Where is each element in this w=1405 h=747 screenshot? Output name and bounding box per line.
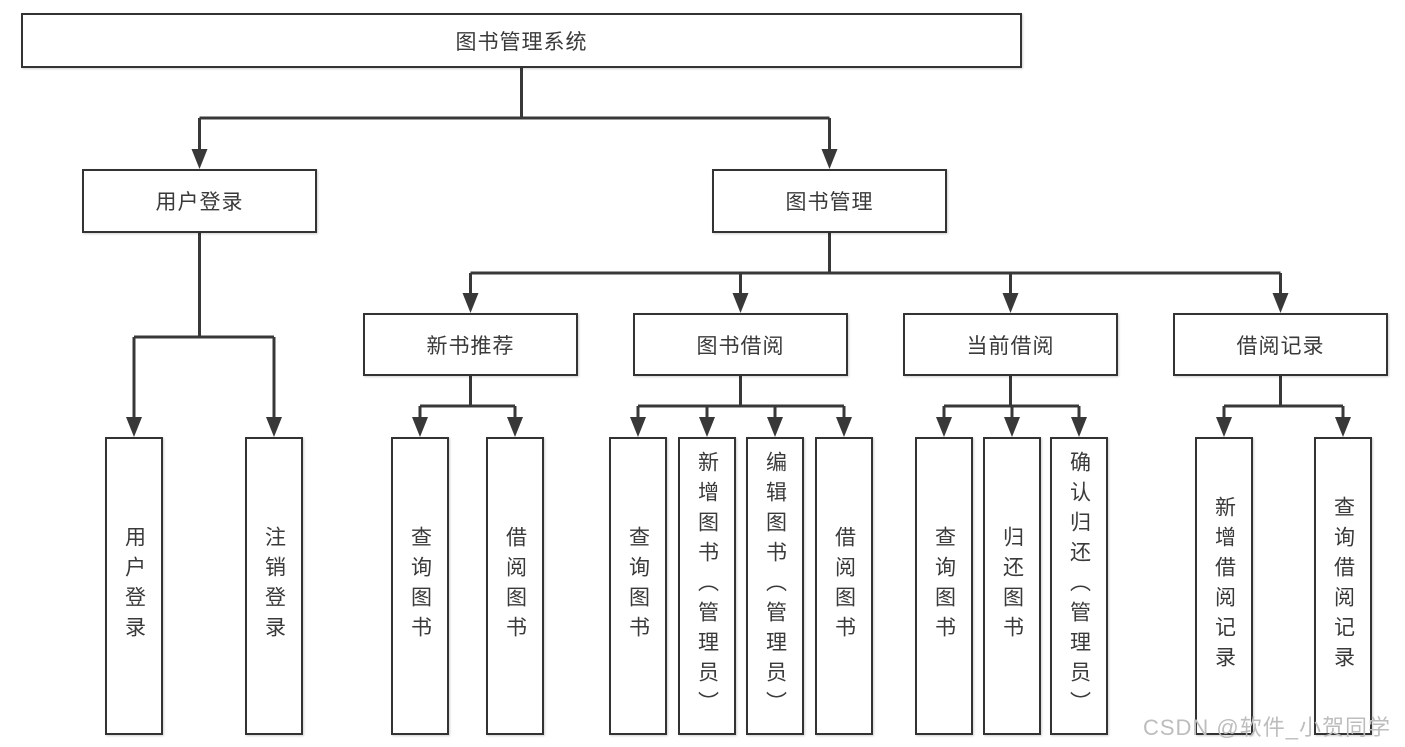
connector-borrow-records-to-leaves [1216, 376, 1351, 437]
leaf-add-borrow-record: 新增借阅记录 [1195, 437, 1253, 735]
arrowhead-icon [1335, 417, 1351, 437]
node-new-book-recommend-label: 新书推荐 [426, 334, 515, 358]
arrowhead-icon [630, 417, 646, 437]
connector-current-borrow-to-leaves [936, 376, 1087, 437]
arrowhead-icon [507, 417, 523, 437]
leaf-user-login: 用户登录 [105, 437, 163, 735]
node-user-login-label: 用户登录 [155, 191, 244, 214]
node-borrow-records-label: 借阅记录 [1236, 334, 1325, 358]
leaf-query-borrow-record-label: 查询借阅记录 [1331, 496, 1355, 676]
arrowhead-icon [732, 293, 749, 313]
connector-user-login-to-leaves [126, 233, 282, 437]
arrowhead-icon [1071, 417, 1087, 437]
leaf-query-borrow-record: 查询借阅记录 [1314, 437, 1372, 735]
arrowhead-icon [266, 417, 282, 437]
arrowhead-icon [1004, 417, 1020, 437]
leaf-logout-label: 注销登录 [262, 526, 286, 646]
leaf-return-books: 归还图书 [983, 437, 1041, 735]
arrowhead-icon [699, 417, 715, 437]
leaf-logout: 注销登录 [245, 437, 303, 735]
node-root: 图书管理系统 [21, 13, 1022, 68]
leaf-query-books-borrow: 查询图书 [609, 437, 667, 735]
leaf-add-borrow-record-label: 新增借阅记录 [1212, 496, 1236, 676]
leaf-borrow-books-recommend: 借阅图书 [486, 437, 544, 735]
arrowhead-icon [462, 293, 479, 313]
node-book-borrow-label: 图书借阅 [696, 334, 785, 358]
leaf-borrow-books-recommend-label: 借阅图书 [503, 526, 527, 646]
leaf-edit-books-admin: 编辑图书（管理员） [746, 437, 804, 735]
leaf-query-books-current-label: 查询图书 [932, 526, 956, 646]
arrowhead-icon [1216, 417, 1232, 437]
leaf-confirm-return-admin-label: 确认归还（管理员） [1067, 451, 1091, 721]
connector-root-to-level2 [191, 68, 838, 169]
node-current-borrow: 当前借阅 [903, 313, 1118, 376]
leaf-borrow-books: 借阅图书 [815, 437, 873, 735]
leaf-query-books-borrow-label: 查询图书 [626, 526, 650, 646]
leaf-borrow-books-label: 借阅图书 [832, 526, 856, 646]
leaf-edit-books-admin-label: 编辑图书（管理员） [763, 451, 787, 721]
node-current-borrow-label: 当前借阅 [966, 334, 1055, 358]
arrowhead-icon [836, 417, 852, 437]
arrowhead-icon [821, 149, 838, 169]
arrowhead-icon [412, 417, 428, 437]
leaf-add-books-admin-label: 新增图书（管理员） [695, 451, 719, 721]
node-borrow-records: 借阅记录 [1173, 313, 1388, 376]
leaf-user-login-label: 用户登录 [122, 526, 146, 646]
node-root-label: 图书管理系统 [455, 30, 588, 54]
leaf-query-books-current: 查询图书 [915, 437, 973, 735]
leaf-return-books-label: 归还图书 [1000, 526, 1024, 646]
node-new-book-recommend: 新书推荐 [363, 313, 578, 376]
watermark: CSDN @软件_小贺同学 [1142, 715, 1391, 740]
arrowhead-icon [936, 417, 952, 437]
node-user-login: 用户登录 [82, 169, 317, 233]
connector-new-book-recommend-to-leaves [412, 376, 523, 437]
leaf-query-books-recommend: 查询图书 [391, 437, 449, 735]
node-book-management-label: 图书管理 [785, 191, 874, 214]
arrowhead-icon [1272, 293, 1289, 313]
arrowhead-icon [767, 417, 783, 437]
leaf-confirm-return-admin: 确认归还（管理员） [1050, 437, 1108, 735]
leaf-query-books-recommend-label: 查询图书 [408, 526, 432, 646]
node-book-management: 图书管理 [712, 169, 947, 233]
connector-book-borrow-to-leaves [630, 376, 852, 437]
arrowhead-icon [191, 149, 208, 169]
arrowhead-icon [1002, 293, 1019, 313]
node-book-borrow: 图书借阅 [633, 313, 848, 376]
leaf-add-books-admin: 新增图书（管理员） [678, 437, 736, 735]
connector-book-management-to-level3 [462, 233, 1289, 313]
arrowhead-icon [126, 417, 142, 437]
